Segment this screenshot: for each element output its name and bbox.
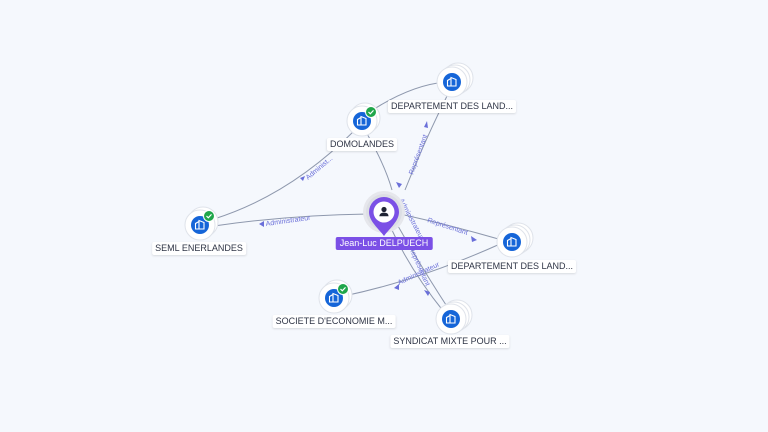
company-node-domolandes[interactable] (346, 102, 381, 137)
company-node-departement-1[interactable] (436, 62, 474, 98)
edge-center-domolandes (365, 131, 393, 191)
edge-societe-dep2 (343, 243, 501, 297)
edge-label-representant-dep1: Représentant (408, 134, 429, 176)
company-node-syndicat-mixte[interactable] (435, 299, 473, 335)
company-label-domolandes[interactable]: DOMOLANDES (326, 138, 398, 151)
edge-center-seml (213, 213, 369, 227)
verified-check-icon (337, 283, 349, 295)
edge-label-representant-dep2: Représentant (426, 217, 468, 237)
nodes-layer (184, 62, 534, 335)
arrows-layer (259, 121, 477, 296)
verified-check-icon (365, 106, 377, 118)
company-label-departement-2[interactable]: DEPARTEMENT DES LAND... (447, 260, 577, 273)
company-node-seml-enerlandes[interactable] (184, 206, 219, 241)
building-icon (191, 216, 209, 234)
building-icon (503, 233, 521, 251)
arrow-marker (424, 121, 428, 128)
arrow-marker (396, 182, 402, 188)
company-label-societe-economie[interactable]: SOCIETE D'ECONOMIE M... (272, 315, 396, 328)
arrow-marker (424, 290, 430, 296)
building-icon (353, 112, 371, 130)
person-icon (379, 206, 389, 217)
arrow-marker (394, 284, 399, 290)
company-node-departement-2[interactable] (496, 222, 534, 258)
company-label-seml-enerlandes[interactable]: SEML ENERLANDES (152, 242, 246, 255)
edge-center-dep2 (399, 213, 503, 241)
edge-center-syndicat-b (397, 225, 449, 309)
company-label-syndicat-mixte[interactable]: SYNDICAT MIXTE POUR ... (390, 335, 510, 348)
edge-label-administrateur-seml: Administrateur (265, 215, 311, 228)
arrow-marker (471, 236, 477, 242)
company-node-societe-economie[interactable] (318, 279, 353, 314)
building-icon (443, 73, 461, 91)
building-icon (442, 310, 460, 328)
company-label-departement-1[interactable]: DEPARTEMENT DES LAND... (387, 100, 517, 113)
edge-label-administ-seml: Administ... (305, 155, 335, 181)
arrow-marker (300, 176, 305, 181)
verified-check-icon (203, 210, 215, 222)
person-label-center[interactable]: Jean-Luc DELPUECH (335, 237, 433, 250)
arrow-marker (259, 221, 264, 227)
edge-center-syndicat-a (389, 225, 445, 313)
building-icon (325, 289, 343, 307)
person-node-center[interactable] (363, 191, 405, 236)
